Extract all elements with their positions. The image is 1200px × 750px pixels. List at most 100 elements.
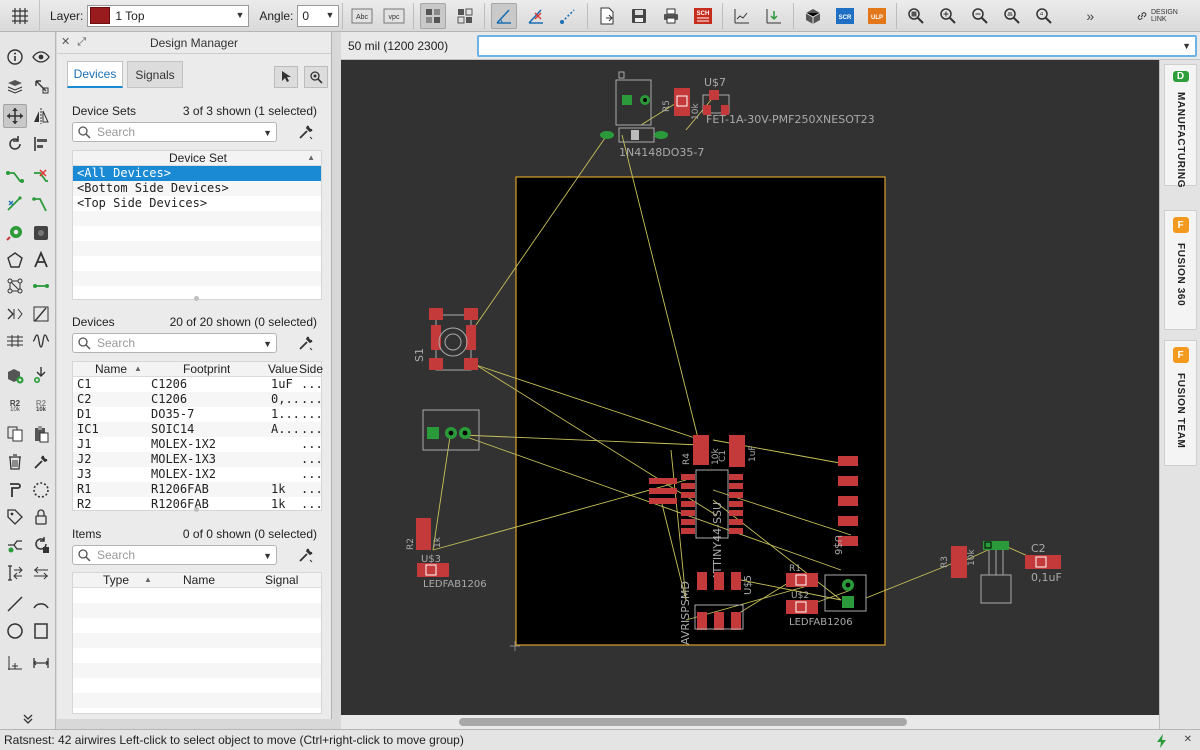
- column-value[interactable]: Value: [268, 362, 298, 376]
- rotate-tool[interactable]: [3, 132, 27, 156]
- zoom-previous-button[interactable]: [999, 3, 1025, 29]
- signal-tool[interactable]: [3, 274, 27, 298]
- device-sets-settings-button[interactable]: [294, 122, 318, 142]
- connector-j3[interactable]: [824, 574, 867, 612]
- resistor-r2[interactable]: [416, 518, 431, 550]
- design-link-button[interactable]: DESIGN LINK: [1136, 4, 1194, 28]
- layers-tool[interactable]: [3, 74, 27, 98]
- horizontal-scrollbar[interactable]: [341, 715, 1159, 729]
- tab-devices[interactable]: Devices: [67, 61, 123, 88]
- connector-j1[interactable]: [422, 409, 480, 451]
- grid-button[interactable]: [0, 0, 40, 32]
- resistor-r3[interactable]: [951, 546, 967, 578]
- route-button[interactable]: [555, 3, 581, 29]
- ic-attiny44[interactable]: [649, 469, 743, 539]
- column-side[interactable]: Side: [299, 362, 324, 376]
- rectangle-tool[interactable]: [29, 619, 53, 643]
- device-set-row[interactable]: <Bottom Side Devices>: [73, 181, 321, 196]
- save-button[interactable]: [626, 3, 652, 29]
- align-tool[interactable]: [29, 132, 53, 156]
- header-u6[interactable]: [838, 456, 858, 546]
- column-footprint[interactable]: Footprint: [183, 362, 231, 376]
- resistor-r1[interactable]: [786, 573, 818, 587]
- devices-settings-button[interactable]: [294, 333, 318, 353]
- show-tool[interactable]: [29, 45, 53, 69]
- export-button[interactable]: [761, 3, 787, 29]
- measure-tool[interactable]: [29, 651, 53, 675]
- polygon-tool[interactable]: [3, 248, 27, 272]
- delete-tool[interactable]: [3, 450, 27, 474]
- 3d-view-button[interactable]: [800, 3, 826, 29]
- line-edit-tool[interactable]: [29, 302, 53, 326]
- script-button[interactable]: SCR: [832, 3, 858, 29]
- led-right[interactable]: [786, 600, 818, 614]
- zoom-selection-button[interactable]: [304, 66, 328, 88]
- zoom-out-button[interactable]: [967, 3, 993, 29]
- capacitor-c1[interactable]: [729, 435, 745, 467]
- devices-search-input[interactable]: Search ▼: [72, 333, 277, 353]
- text-tool[interactable]: [29, 248, 53, 272]
- open-file-button[interactable]: [594, 3, 620, 29]
- more-tools-button[interactable]: »: [1086, 7, 1095, 24]
- mark-tool[interactable]: [29, 74, 53, 98]
- close-icon[interactable]: ✕: [1183, 734, 1192, 745]
- change-tool[interactable]: [29, 450, 53, 474]
- device-set-row[interactable]: <All Devices>: [73, 166, 321, 181]
- splitter-handle[interactable]: [194, 296, 199, 301]
- device-sets-search-input[interactable]: Search ▼: [72, 122, 277, 142]
- waveform-tool[interactable]: [29, 329, 53, 353]
- expand-tools-button[interactable]: [16, 707, 40, 731]
- tab-manufacturing[interactable]: D MANUFACTURING: [1164, 64, 1197, 188]
- autorouter-tool[interactable]: [3, 193, 27, 217]
- lightning-icon[interactable]: [1154, 733, 1170, 749]
- layout-view-alt-button[interactable]: [452, 3, 478, 29]
- arc-tool[interactable]: [29, 592, 53, 616]
- tab-signals[interactable]: Signals: [127, 61, 183, 88]
- sensor-j2[interactable]: [980, 541, 1012, 604]
- zoom-area-button[interactable]: [1031, 3, 1057, 29]
- move-tool[interactable]: [3, 104, 27, 128]
- add-part-tool[interactable]: [29, 363, 53, 387]
- undock-icon[interactable]: ⤢: [77, 36, 87, 48]
- split-tool[interactable]: [3, 533, 27, 557]
- slice-tool[interactable]: [29, 193, 53, 217]
- avrisp-header[interactable]: [694, 572, 744, 630]
- items-settings-button[interactable]: [294, 545, 318, 565]
- tab-fusion-360[interactable]: F FUSION 360: [1164, 210, 1197, 330]
- items-search-input[interactable]: Search ▼: [72, 545, 277, 565]
- angle-select[interactable]: 0 ▼: [297, 4, 340, 27]
- group-tool[interactable]: [29, 478, 53, 502]
- smash-tool[interactable]: [3, 478, 27, 502]
- zoom-in-button[interactable]: [935, 3, 961, 29]
- resistor-r5[interactable]: [674, 88, 690, 116]
- led-left[interactable]: [417, 563, 449, 577]
- lock-tool[interactable]: [29, 505, 53, 529]
- device-set-row[interactable]: <Top Side Devices>: [77, 196, 208, 210]
- dimension-tool[interactable]: [3, 651, 27, 675]
- text-abc-button[interactable]: Abc: [349, 3, 375, 29]
- layer-select[interactable]: 1 Top ▼: [87, 4, 250, 27]
- swap-tool[interactable]: [3, 561, 27, 585]
- print-button[interactable]: [658, 3, 684, 29]
- replace-tool[interactable]: [29, 561, 53, 585]
- add-3d-tool[interactable]: [3, 363, 27, 387]
- text-vpc-button[interactable]: vpc: [381, 3, 407, 29]
- zoom-fit-button[interactable]: [903, 3, 929, 29]
- angle-off-button[interactable]: [523, 3, 549, 29]
- select-pointer-button[interactable]: [274, 66, 298, 88]
- ratsnest-tool[interactable]: [3, 302, 27, 326]
- route-tool[interactable]: [3, 166, 27, 190]
- attribute-tool[interactable]: [3, 505, 27, 529]
- cam-button[interactable]: [729, 3, 755, 29]
- switch-s1[interactable]: [429, 308, 478, 371]
- column-type[interactable]: Type: [103, 573, 130, 587]
- capacitor-c2[interactable]: [1025, 555, 1061, 569]
